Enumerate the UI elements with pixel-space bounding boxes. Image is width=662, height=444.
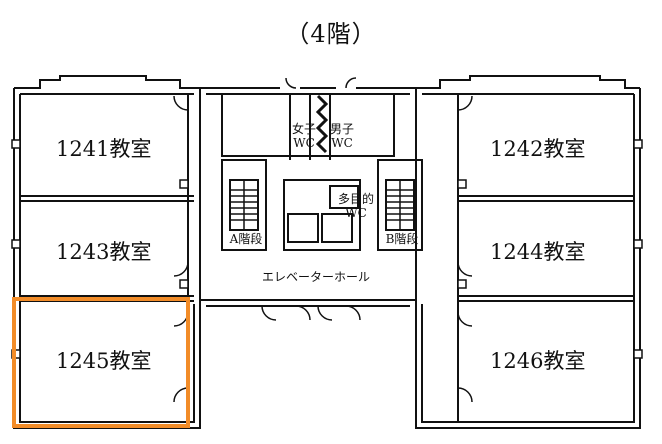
room-1246-label: 1246教室 <box>490 349 586 373</box>
room-1245-label: 1245教室 <box>56 349 152 373</box>
door-hall-2 <box>295 305 311 321</box>
door-1241 <box>173 95 189 111</box>
room-1242-label: 1242教室 <box>490 137 586 161</box>
door-1246 <box>457 311 473 327</box>
elevator-hall-label: エレベーターホール <box>262 270 371 284</box>
door-wc-top-2 <box>345 77 357 89</box>
women-wc-label: 女子 WC <box>291 122 316 150</box>
stairs-a <box>221 159 267 251</box>
highlight-room-1245 <box>12 297 190 428</box>
door-hall-1 <box>261 305 277 321</box>
men-wc-label: 男子 WC <box>329 122 354 150</box>
wc-partition <box>315 94 329 154</box>
right-wing-top-wall <box>416 75 640 89</box>
door-hall-4 <box>345 305 361 321</box>
right-wing-inner-wall <box>421 94 635 423</box>
elevator-block <box>283 179 361 251</box>
left-wing-inner-wall <box>19 94 195 423</box>
door-1242 <box>457 95 473 111</box>
stairs-b-label: B階段 <box>385 232 419 246</box>
floor-title: （4階） <box>285 20 377 48</box>
stairs-b <box>377 159 423 251</box>
left-wing-top-wall <box>14 75 200 89</box>
room-1243-label: 1243教室 <box>56 240 152 264</box>
room-1241-label: 1241教室 <box>56 137 152 161</box>
room-1244-label: 1244教室 <box>490 240 586 264</box>
door-1246b <box>457 387 473 403</box>
left-wing-outer-wall <box>13 88 201 429</box>
right-wing-outer-wall <box>415 88 641 429</box>
door-wc-top-1 <box>285 77 297 89</box>
door-1243 <box>173 261 189 277</box>
door-1244 <box>457 261 473 277</box>
wc-block <box>221 93 395 157</box>
door-hall-3 <box>317 305 333 321</box>
multipurpose-wc-label: 多目的 WC <box>337 192 374 220</box>
stairs-a-label: A階段 <box>229 232 263 246</box>
